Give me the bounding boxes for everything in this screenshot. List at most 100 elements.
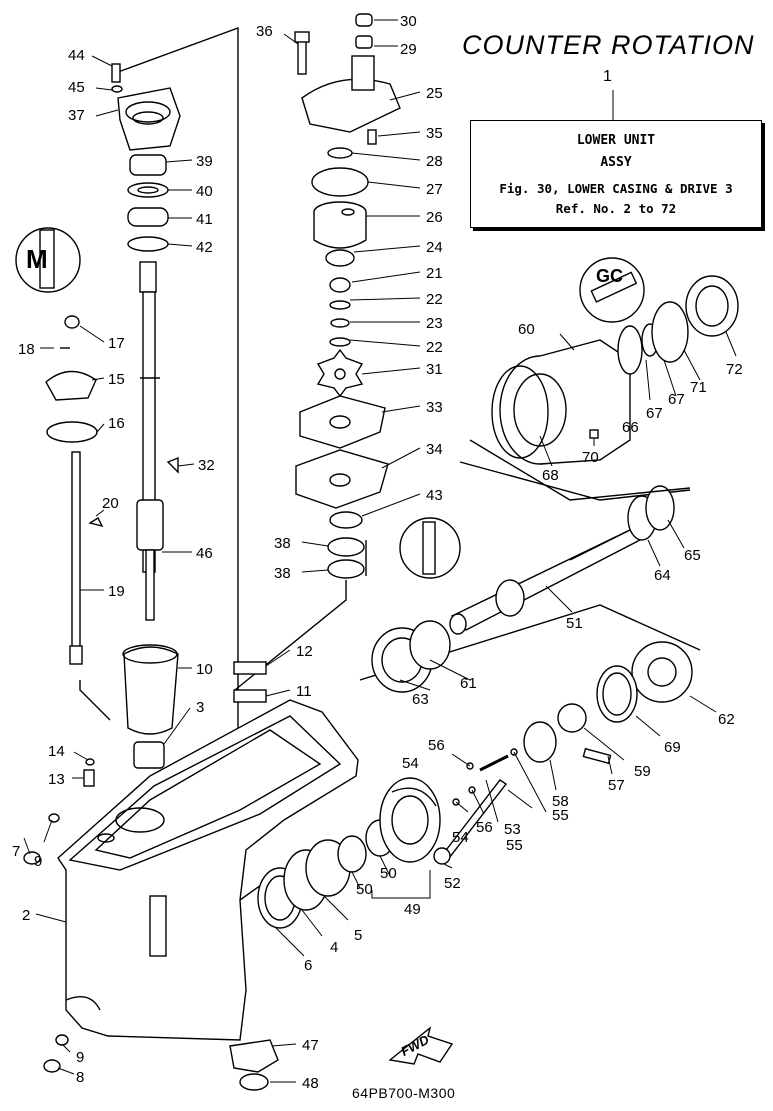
callout-label: 11	[296, 683, 312, 700]
info-line-2: ASSY	[600, 155, 632, 170]
callout-label: 38	[274, 565, 291, 582]
callout-label: 59	[634, 763, 651, 780]
callout-label: 40	[196, 183, 213, 200]
callout-label: 2	[22, 907, 30, 924]
drive-shaft	[136, 261, 164, 621]
info-line-1: LOWER UNIT	[576, 133, 656, 148]
callout-label: 8	[76, 1069, 84, 1086]
impeller-31	[316, 348, 364, 398]
callout-label: 31	[426, 361, 443, 378]
callout-label: 48	[302, 1075, 319, 1092]
callout-label: 10	[196, 661, 213, 678]
shift-housing-15	[45, 370, 97, 401]
callout-label: 45	[68, 79, 85, 96]
callout-label: 29	[400, 41, 417, 58]
callout-label: 18	[18, 341, 35, 358]
callout-label: 46	[196, 545, 213, 562]
callout-label: 19	[108, 583, 125, 600]
callout-label: 47	[302, 1037, 319, 1054]
callout-label: 35	[426, 125, 443, 142]
info-line-3: Fig. 30, LOWER CASING & DRIVE 3	[499, 181, 733, 196]
callout-label: 12	[296, 643, 313, 660]
callout-label: 54	[452, 829, 469, 846]
callout-label: 50	[380, 865, 397, 882]
callout-label: 36	[256, 23, 273, 40]
pinion-gear-47	[229, 1039, 279, 1073]
callout-label: 25	[426, 85, 443, 102]
callout-label: 44	[68, 47, 85, 64]
callout-label: 55	[552, 807, 569, 824]
callout-label: 17	[108, 335, 125, 352]
callout-label: 20	[102, 495, 119, 512]
callout-label: 24	[426, 239, 443, 256]
lower-unit-info-box: LOWER UNIT ASSY Fig. 30, LOWER CASING & …	[470, 120, 762, 228]
callout-label: 15	[108, 371, 125, 388]
bearing-carrier-60	[499, 339, 631, 465]
callout-label: 68	[542, 467, 559, 484]
callout-label: 39	[196, 153, 213, 170]
svg-text:GC: GC	[596, 266, 623, 286]
callout-label: 65	[684, 547, 701, 564]
callout-label: 33	[426, 399, 443, 416]
callout-label: 58	[552, 793, 569, 810]
lower-casing-2	[57, 699, 359, 1041]
callout-label: 16	[108, 415, 125, 432]
callout-label: 64	[654, 567, 671, 584]
callout-label: 38	[274, 535, 291, 552]
svg-text:M: M	[26, 244, 48, 274]
callout-label: 22	[426, 291, 443, 308]
callout-label: 26	[426, 209, 443, 226]
callout-label: 30	[400, 13, 417, 30]
callout-label: 23	[426, 315, 443, 332]
callout-label: 50	[356, 881, 373, 898]
callout-label: 60	[518, 321, 535, 338]
callout-label: 3	[196, 699, 204, 716]
callout-label: 22	[426, 339, 443, 356]
bearing-housing-37	[117, 87, 181, 151]
callout-label: 55	[506, 837, 523, 854]
callout-label: 63	[412, 691, 429, 708]
callout-label: 52	[444, 875, 461, 892]
callout-label: 72	[726, 361, 743, 378]
bearing-stack	[127, 154, 169, 252]
callout-label: 43	[426, 487, 443, 504]
callout-label: 9	[34, 853, 42, 870]
sleeve-10	[123, 646, 179, 735]
water-pump-housing	[294, 13, 401, 197]
callout-label: 6	[304, 957, 312, 974]
callout-label: 32	[198, 457, 215, 474]
callout-label: 61	[460, 675, 477, 692]
callout-label: 5	[354, 927, 362, 944]
callout-label: 14	[48, 743, 65, 760]
gasket-34	[295, 449, 389, 509]
callout-label: 62	[718, 711, 735, 728]
callout-label: 49	[404, 901, 421, 918]
callout-label: 54	[402, 755, 419, 772]
pump-cartridge-26	[313, 201, 367, 249]
callout-label: 27	[426, 181, 443, 198]
callout-label: 34	[426, 441, 443, 458]
reverse-gear-62	[631, 641, 693, 703]
bevel-gear-49	[379, 777, 441, 863]
callout-label: 4	[330, 939, 338, 956]
callout-label: 67	[646, 405, 663, 422]
shift-rod-19	[71, 451, 81, 653]
propeller-shaft-51	[449, 485, 675, 635]
info-line-4: Ref. No. 2 to 72	[555, 201, 677, 216]
callout-label: 69	[664, 739, 681, 756]
callout-label: 56	[476, 819, 493, 836]
callout-label: 71	[690, 379, 707, 396]
callout-label: 56	[428, 737, 445, 754]
callout-label: 57	[608, 777, 625, 794]
plate-33	[299, 395, 386, 449]
callout-label: 67	[668, 391, 685, 408]
diagram-title: COUNTER ROTATION	[462, 30, 755, 60]
callout-label: 37	[68, 107, 85, 124]
callout-label: 51	[566, 615, 583, 632]
callout-label: 53	[504, 821, 521, 838]
callout-label: 28	[426, 153, 443, 170]
callout-label: 13	[48, 771, 65, 788]
callout-label: 66	[622, 419, 639, 436]
callout-label: 42	[196, 239, 213, 256]
